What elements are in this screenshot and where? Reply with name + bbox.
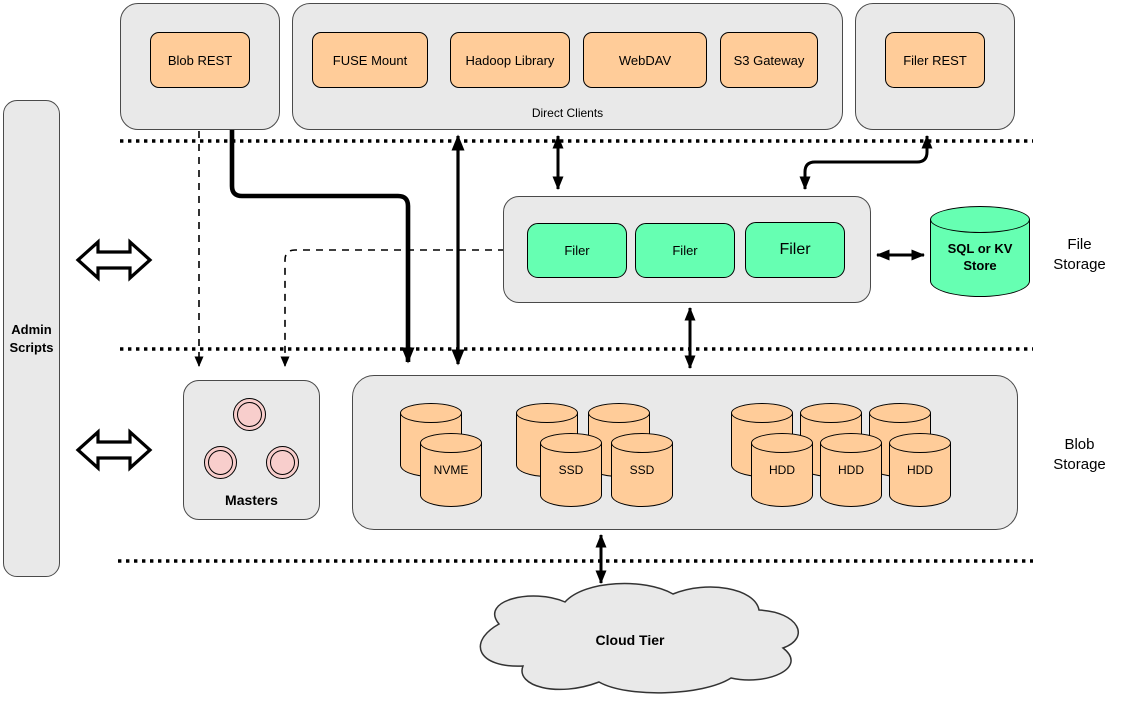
masters-label: Masters	[225, 492, 278, 508]
hdd-cylinder-front-1: HDD	[751, 433, 813, 507]
cylinder-top	[420, 433, 482, 453]
blob-storage-section-label: Blob Storage	[1053, 436, 1106, 473]
cylinder-top	[751, 433, 813, 453]
admin-scripts-panel: Admin Scripts	[3, 100, 60, 577]
cylinder-top	[516, 403, 578, 423]
hdd-label-1: HDD	[769, 463, 795, 477]
file-storage-section-label: File Storage	[1053, 236, 1106, 273]
cylinder-top	[731, 403, 793, 423]
admin-scripts-label: Admin Scripts	[9, 322, 54, 355]
ssd-cylinder-front-1: SSD	[540, 433, 602, 507]
filer-node-2: Filer	[635, 223, 735, 278]
hdd-label-3: HDD	[907, 463, 933, 477]
arrow-filer-rest-to-filers	[799, 135, 933, 190]
nvme-label: NVME	[433, 463, 469, 477]
ssd-label-1: SSD	[558, 463, 584, 477]
s3-gateway-node: S3 Gateway	[720, 32, 818, 88]
filer-node-1: Filer	[527, 223, 627, 278]
hdd-cylinder-front-3: HDD	[889, 433, 951, 507]
cylinder-top	[889, 433, 951, 453]
cylinder-top	[540, 433, 602, 453]
dashed-arrow-filers-to-masters	[280, 249, 505, 367]
admin-double-arrow-blob-tier	[75, 428, 153, 472]
cylinder-body	[889, 443, 951, 507]
cylinder-body	[820, 443, 882, 507]
master-circle-3	[266, 446, 299, 479]
blob-rest-node: Blob REST	[150, 32, 250, 88]
cylinder-body	[611, 443, 673, 507]
hdd-cylinder-front-2: HDD	[820, 433, 882, 507]
hdd-label-2: HDD	[838, 463, 864, 477]
cloud-tier-label: Cloud Tier	[595, 632, 665, 648]
filer-node-3: Filer	[745, 222, 845, 278]
cylinder-top	[800, 403, 862, 423]
cylinder-body	[420, 443, 482, 507]
master-circle-2	[204, 446, 237, 479]
ssd-cylinder-front-2: SSD	[611, 433, 673, 507]
cylinder-top	[820, 433, 882, 453]
ssd-label-2: SSD	[629, 463, 655, 477]
sql-kv-store-label: SQL or KV Store	[947, 241, 1013, 274]
arrow-blob-rest-to-volumes	[229, 128, 415, 364]
cylinder-top	[611, 433, 673, 453]
admin-double-arrow-file-tier	[75, 238, 153, 282]
cylinder-top	[930, 206, 1030, 233]
masters-container: Masters	[183, 380, 320, 520]
cylinder-top	[588, 403, 650, 423]
direct-clients-label: Direct Clients	[531, 106, 604, 120]
webdav-node: WebDAV	[583, 32, 707, 88]
filer-rest-node: Filer REST	[885, 32, 985, 88]
cylinder-top	[869, 403, 931, 423]
sql-kv-store-cylinder: SQL or KV Store	[930, 206, 1030, 297]
master-circle-1	[233, 398, 266, 431]
hadoop-library-node: Hadoop Library	[450, 32, 570, 88]
cylinder-top	[400, 403, 462, 423]
cylinder-body	[540, 443, 602, 507]
nvme-cylinder-front: NVME	[420, 433, 482, 507]
cylinder-body	[751, 443, 813, 507]
fuse-mount-node: FUSE Mount	[312, 32, 428, 88]
